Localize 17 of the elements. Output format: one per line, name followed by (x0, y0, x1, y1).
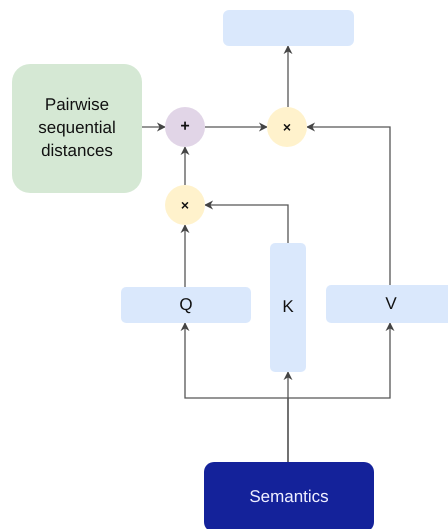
arrow (180, 146, 190, 185)
input-box: Semantics (204, 462, 374, 529)
operator-circle: × (267, 107, 307, 147)
arrow (142, 122, 166, 132)
arrow (284, 45, 292, 107)
operator-circle: × (165, 185, 205, 225)
process-box: V (326, 285, 448, 323)
output-box (223, 10, 354, 46)
process-box: Q (121, 287, 251, 323)
arrow (306, 122, 391, 285)
arrow (204, 200, 289, 243)
operator-circle: + (165, 107, 205, 147)
arrow (180, 224, 190, 287)
input-box: Pairwise sequential distances (12, 64, 142, 193)
process-box: K (270, 243, 306, 372)
arrow (205, 122, 268, 132)
arrow (287, 322, 394, 462)
